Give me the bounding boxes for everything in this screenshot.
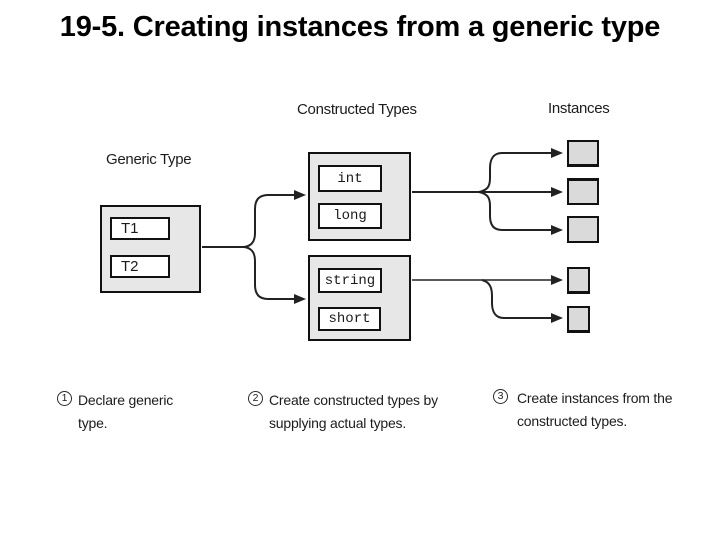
arrow-constructed1-to-instance-3 <box>478 191 563 235</box>
instance-box <box>567 140 599 167</box>
caption-text-1: Declare generic type. <box>78 392 174 431</box>
type-param-t1: T1 <box>110 217 170 240</box>
arrow-constructed1-to-instance-1 <box>478 148 563 193</box>
instance-box <box>567 306 590 333</box>
instance-box <box>567 216 599 243</box>
caption-step-3: 3 Create instances from the constructed … <box>493 387 679 432</box>
slide-title: 19-5. Creating instances from a generic … <box>59 11 661 43</box>
actual-type-long: long <box>318 203 382 229</box>
instance-box <box>567 178 599 205</box>
constructed-type-box-2: string short <box>308 255 411 341</box>
arrow-generic-to-constructed-2 <box>243 246 306 304</box>
label-generic-type: Generic Type <box>106 151 192 168</box>
actual-type-string: string <box>318 268 382 293</box>
actual-type-int: int <box>318 165 382 192</box>
instance-box <box>567 267 590 294</box>
caption-text-3: Create instances from the constructed ty… <box>517 390 673 429</box>
generic-type-box: T1 T2 <box>100 205 201 293</box>
caption-step-2: 2 Create constructed types by supplying … <box>248 389 457 434</box>
step-number-1: 1 <box>57 391 72 406</box>
step-number-2: 2 <box>248 391 263 406</box>
arrow-constructed2-to-instance-5 <box>481 279 563 323</box>
constructed-type-box-1: int long <box>308 152 411 241</box>
label-instances: Instances <box>548 100 610 117</box>
actual-type-short: short <box>318 307 381 331</box>
label-constructed-types: Constructed Types <box>297 101 417 118</box>
type-param-t2: T2 <box>110 255 170 278</box>
step-number-3: 3 <box>493 389 508 404</box>
arrow-generic-to-constructed-1 <box>243 190 306 248</box>
caption-text-2: Create constructed types by supplying ac… <box>269 392 438 431</box>
caption-step-1: 1 Declare generic type. <box>57 389 186 434</box>
